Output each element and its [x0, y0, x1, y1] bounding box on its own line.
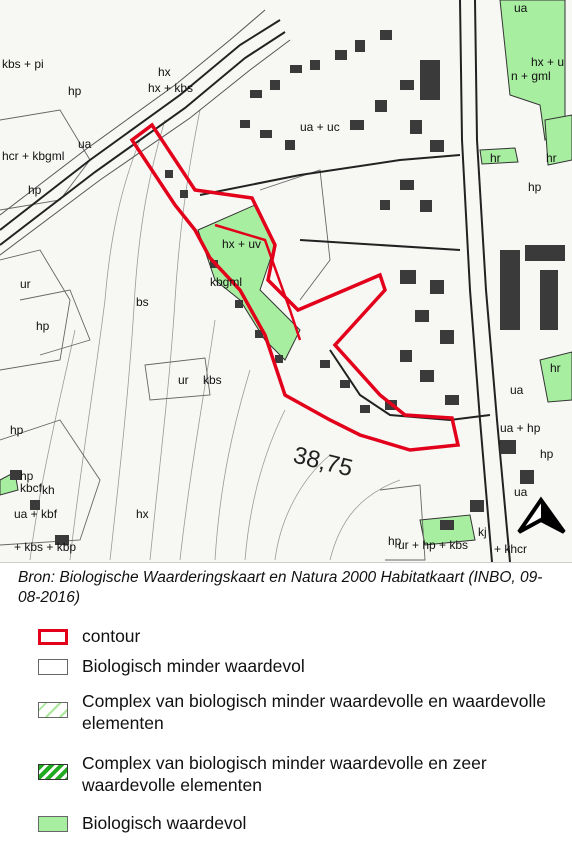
legend: contour Biologisch minder waardevol Comp…: [38, 623, 558, 836]
map-label: kh: [42, 483, 55, 497]
map-label: ua: [514, 485, 528, 499]
legend-label: Biologisch minder waardevol: [82, 656, 305, 676]
legend-item-waardevol: Biologisch waardevol: [38, 810, 558, 836]
topography-lines: [29, 109, 401, 561]
map-label: ua: [510, 383, 524, 397]
map-area: ua kbs + pi hx hx + kbs hp ua + uc hcr +…: [0, 0, 572, 563]
map-labels: ua kbs + pi hx hx + kbs hp ua + uc hcr +…: [2, 1, 564, 556]
map-label: hp: [528, 180, 542, 194]
railway: [0, 9, 291, 256]
map-label: hx + u: [531, 55, 564, 69]
map-label: hp: [36, 319, 50, 333]
contour-elevation-label: 38,75: [291, 442, 356, 483]
map-label: kj: [478, 525, 487, 539]
map-label: ua + uc: [300, 120, 340, 134]
green-area-hr: [479, 147, 519, 165]
legend-item-contour: contour: [38, 623, 558, 648]
contour-inner-line: [214, 223, 302, 341]
light-hatched-swatch-icon: [38, 702, 68, 718]
map-label: + khcr: [494, 542, 527, 556]
map-label: hcr + kbgml: [2, 149, 64, 163]
map-label: hr: [490, 151, 501, 165]
legend-label: contour: [82, 626, 141, 646]
map-label: ua: [78, 137, 92, 151]
map-label: ur: [20, 277, 31, 291]
map-label: ua: [514, 1, 528, 15]
map-label: hr: [546, 151, 557, 165]
map-label: kbs: [203, 373, 222, 387]
map-label: hp: [68, 84, 82, 98]
source-caption: Bron: Biologische Waarderingskaart en Na…: [18, 569, 543, 606]
map-label: hp: [388, 534, 402, 548]
map-label: hp: [20, 469, 34, 483]
map-label: hr: [550, 361, 561, 375]
map-label: ur + hp + kbs: [398, 538, 468, 552]
legend-label: Complex van biologisch minder waardevoll…: [82, 753, 487, 795]
red-outline-swatch-icon: [38, 629, 68, 645]
map-label: hx + kbs: [148, 81, 193, 95]
roads: [0, 0, 511, 562]
legend-item-complex-zeer-waardevol: Complex van biologisch minder waardevoll…: [38, 750, 558, 802]
map-label: hp: [28, 183, 42, 197]
map-canvas: ua kbs + pi hx hx + kbs hp ua + uc hcr +…: [0, 0, 572, 562]
north-arrow-icon: [517, 496, 566, 534]
map-label: kbcf: [20, 481, 43, 495]
map-label: hp: [540, 447, 554, 461]
legend-label: Biologisch waardevol: [82, 813, 247, 833]
dark-hatched-swatch-icon: [38, 764, 68, 780]
buildings: [10, 30, 565, 545]
map-label: ua + hp: [500, 421, 541, 435]
white-swatch-icon: [38, 659, 68, 675]
map-label: kbgml: [210, 275, 242, 289]
green-area-ne: [499, 0, 566, 142]
map-label: hp: [10, 423, 24, 437]
green-area-e: [539, 351, 572, 403]
legend-item-complex-waardevol: Complex van biologisch minder waardevoll…: [38, 688, 558, 738]
map-label: kbs + pi: [2, 57, 44, 71]
green-swatch-icon: [38, 816, 68, 832]
map-label: n + gml: [511, 69, 551, 83]
map-label: ua + kbf: [14, 507, 58, 521]
green-area-ne2: [544, 114, 572, 166]
legend-item-minder-waardevol: Biologisch minder waardevol: [38, 653, 558, 683]
map-label: hx: [158, 65, 171, 79]
green-areas: [0, 0, 572, 546]
map-label: ur: [178, 373, 189, 387]
map-label: hx: [136, 507, 149, 521]
contour-polygon: [129, 122, 461, 452]
legend-label: Complex van biologisch minder waardevoll…: [82, 691, 546, 733]
map-label: hx + uv: [222, 237, 261, 251]
map-label: bs: [136, 295, 149, 309]
map-label: + kbs + kbp: [14, 540, 76, 554]
